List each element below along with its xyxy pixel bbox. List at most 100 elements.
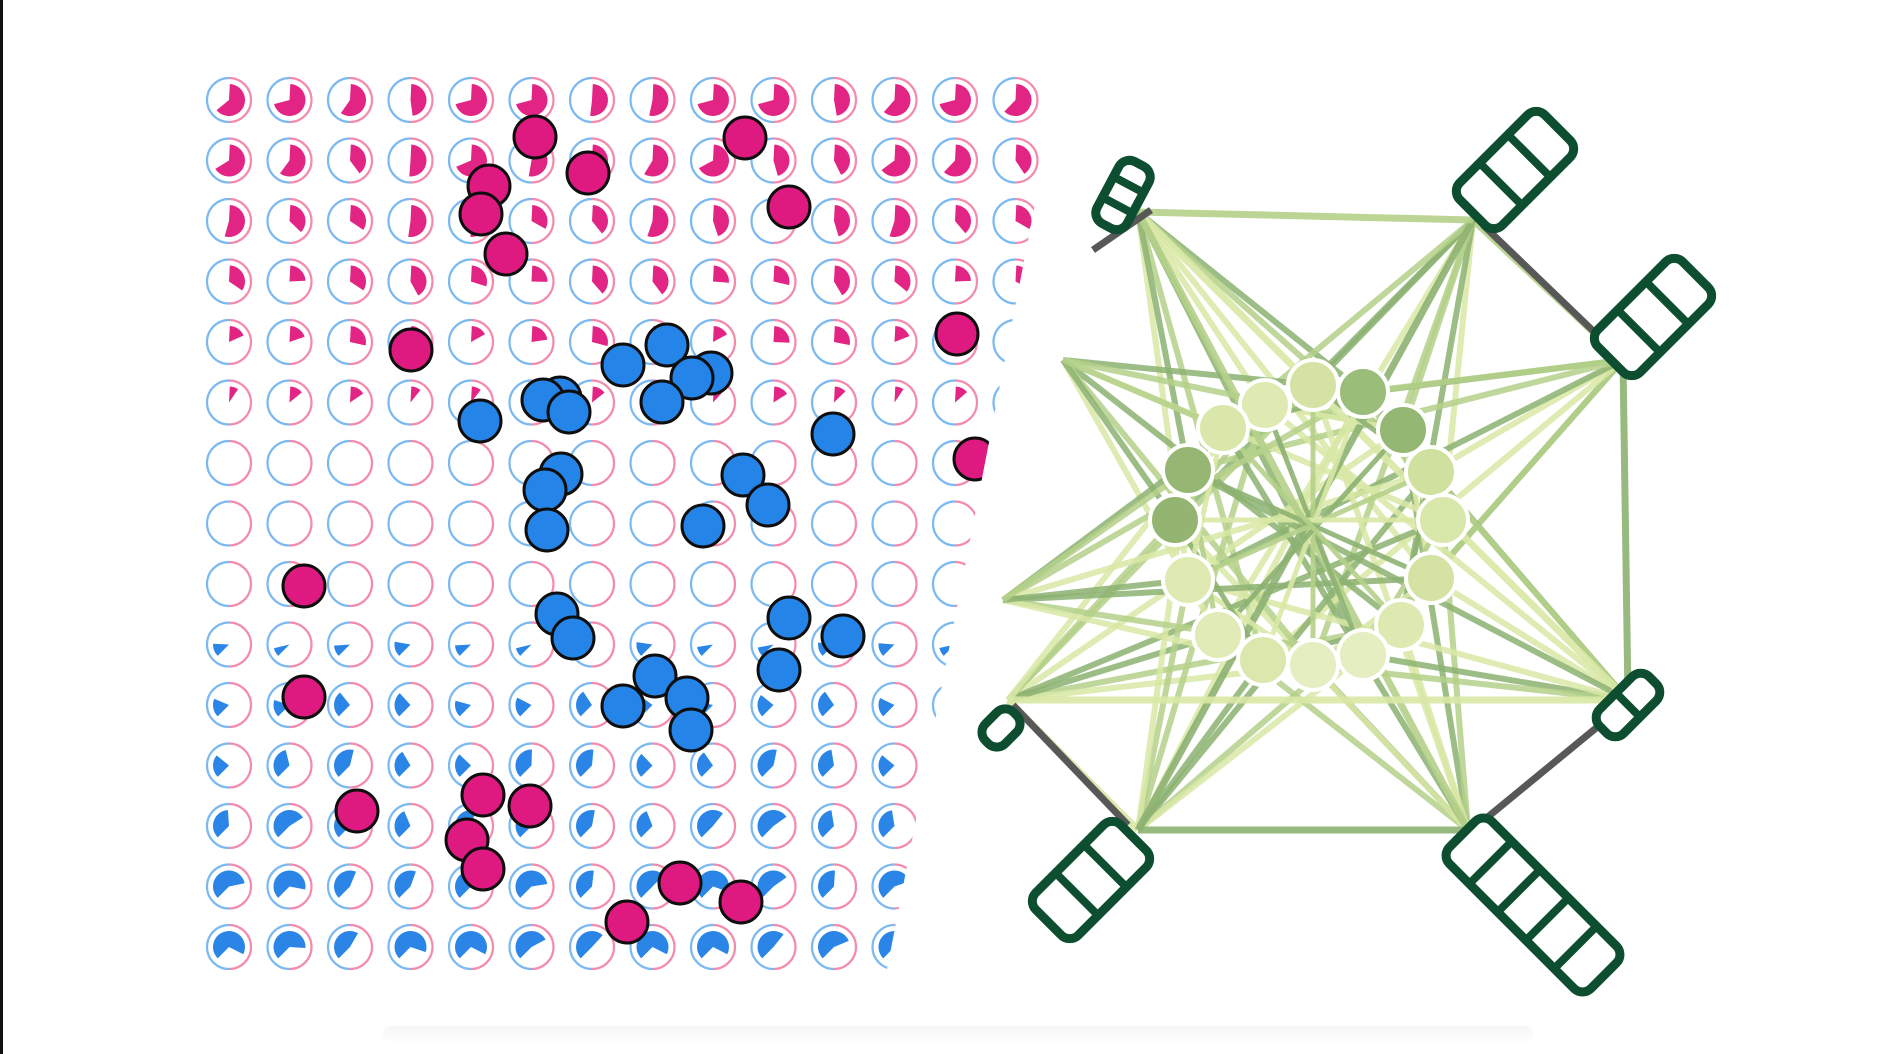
- clock-wedge-icon: [939, 84, 971, 116]
- cell-ring-right: [954, 76, 979, 124]
- cell-ring-right: [954, 258, 979, 305]
- clock-wedge-icon: [636, 753, 653, 777]
- grid-cell: [689, 197, 737, 245]
- network-node: [1336, 628, 1390, 682]
- port-frame: [1451, 106, 1579, 234]
- cell-ring-right: [228, 76, 253, 124]
- cell-ring-left: [992, 802, 1016, 850]
- cell-ring-right: [531, 258, 555, 305]
- cell-ring-left: [326, 742, 351, 789]
- cell-ring-left: [629, 258, 653, 305]
- cell-ring-left: [205, 258, 230, 305]
- pink-dot: [460, 846, 506, 892]
- clock-wedge-icon: [818, 691, 834, 717]
- grid-cell: [205, 318, 253, 366]
- cell-ring-left: [387, 439, 411, 487]
- grid-cell: [266, 197, 313, 245]
- cell-ring-right: [833, 802, 858, 850]
- cell-ring-right: [228, 923, 253, 971]
- grid-cell: [992, 197, 1039, 245]
- clock-wedge-icon: [644, 144, 669, 177]
- clock-wedge-icon: [999, 931, 1024, 959]
- clock-wedge-icon: [289, 386, 302, 403]
- grid-cell: [326, 681, 374, 729]
- cell-ring-right: [349, 439, 374, 487]
- cell-ring-left: [871, 439, 895, 487]
- grid-cell: [629, 802, 676, 850]
- blue-dot: [600, 342, 646, 388]
- cell-ring-left: [326, 560, 351, 608]
- cell-ring-right: [470, 500, 495, 547]
- clock-wedge-icon: [757, 870, 787, 898]
- cell-ring-left: [326, 863, 351, 910]
- grid-cell: [810, 137, 858, 184]
- cell-ring-left: [205, 379, 230, 426]
- clock-wedge-icon: [757, 695, 774, 717]
- cell-ring-left: [205, 621, 230, 668]
- port-block-icon: [1589, 253, 1717, 381]
- network-node: [1416, 493, 1470, 547]
- cell-ring-right: [652, 742, 676, 789]
- inner-edge: [1216, 428, 1405, 637]
- cell-ring-right: [1015, 500, 1039, 547]
- cell-ring-left: [568, 258, 593, 305]
- cell-ring-right: [410, 258, 434, 305]
- pink-dot: [934, 311, 980, 357]
- cell-ring-right: [470, 258, 495, 305]
- grid-cell: [266, 137, 313, 184]
- clock-wedge-icon: [531, 265, 548, 282]
- cell-ring-left: [387, 137, 411, 184]
- grid-cell: [629, 76, 676, 124]
- cell-ring-left: [447, 500, 472, 547]
- cell-ring-right: [470, 318, 495, 366]
- cell-ring-left: [629, 197, 653, 245]
- network-node: [1148, 493, 1202, 547]
- grid-cell: [205, 560, 253, 608]
- cell-ring-right: [349, 76, 374, 124]
- grid-cell: [810, 197, 858, 245]
- clock-wedge-icon: [408, 205, 427, 237]
- grid-cell: [568, 923, 616, 971]
- grid-cell: [689, 137, 737, 184]
- clock-wedge-icon: [834, 144, 851, 175]
- grid-cell: [508, 742, 555, 789]
- cell-ring-left: [266, 621, 290, 668]
- cell-ring-left: [387, 197, 411, 245]
- clock-wedge-icon: [939, 644, 955, 656]
- cell-ring-left: [326, 137, 351, 184]
- clock-wedge-icon: [697, 644, 713, 656]
- clock-wedge-icon: [1015, 386, 1029, 403]
- cell-ring-right: [470, 681, 495, 729]
- cell-ring-right: [712, 923, 737, 971]
- cell-ring-left: [810, 258, 835, 305]
- cell-ring-left: [447, 137, 472, 184]
- cell-ring-left: [931, 621, 956, 668]
- clock-wedge-icon: [350, 144, 366, 174]
- grid-cell: [810, 923, 858, 971]
- cell-ring-left: [871, 137, 895, 184]
- cell-ring-right: [531, 863, 555, 910]
- hub-edge: [1135, 209, 1631, 703]
- blue-dot: [680, 503, 726, 549]
- grid-cell: [387, 197, 434, 245]
- clock-wedge-icon: [350, 386, 364, 403]
- cell-ring-right: [652, 560, 676, 608]
- cell-ring-left: [689, 923, 714, 971]
- clock-wedge-icon: [215, 144, 246, 177]
- clock-wedge-icon: [773, 265, 790, 286]
- clock-wedge-icon: [289, 326, 305, 342]
- cell-ring-right: [591, 76, 616, 124]
- cell-ring-right: [1015, 137, 1039, 184]
- grid-cell: [810, 76, 858, 124]
- hub-edge: [1619, 359, 1632, 701]
- grid-cell: [931, 500, 979, 547]
- grid-cell: [326, 439, 374, 487]
- cell-ring-left: [992, 379, 1016, 426]
- port-divider: [1551, 923, 1600, 972]
- grid-cell: [629, 197, 676, 245]
- clock-wedge-icon: [939, 700, 955, 717]
- network-node: [1161, 443, 1215, 497]
- clock-wedge-icon: [224, 205, 245, 237]
- clock-wedge-icon: [575, 810, 595, 838]
- cell-ring-left: [931, 802, 956, 850]
